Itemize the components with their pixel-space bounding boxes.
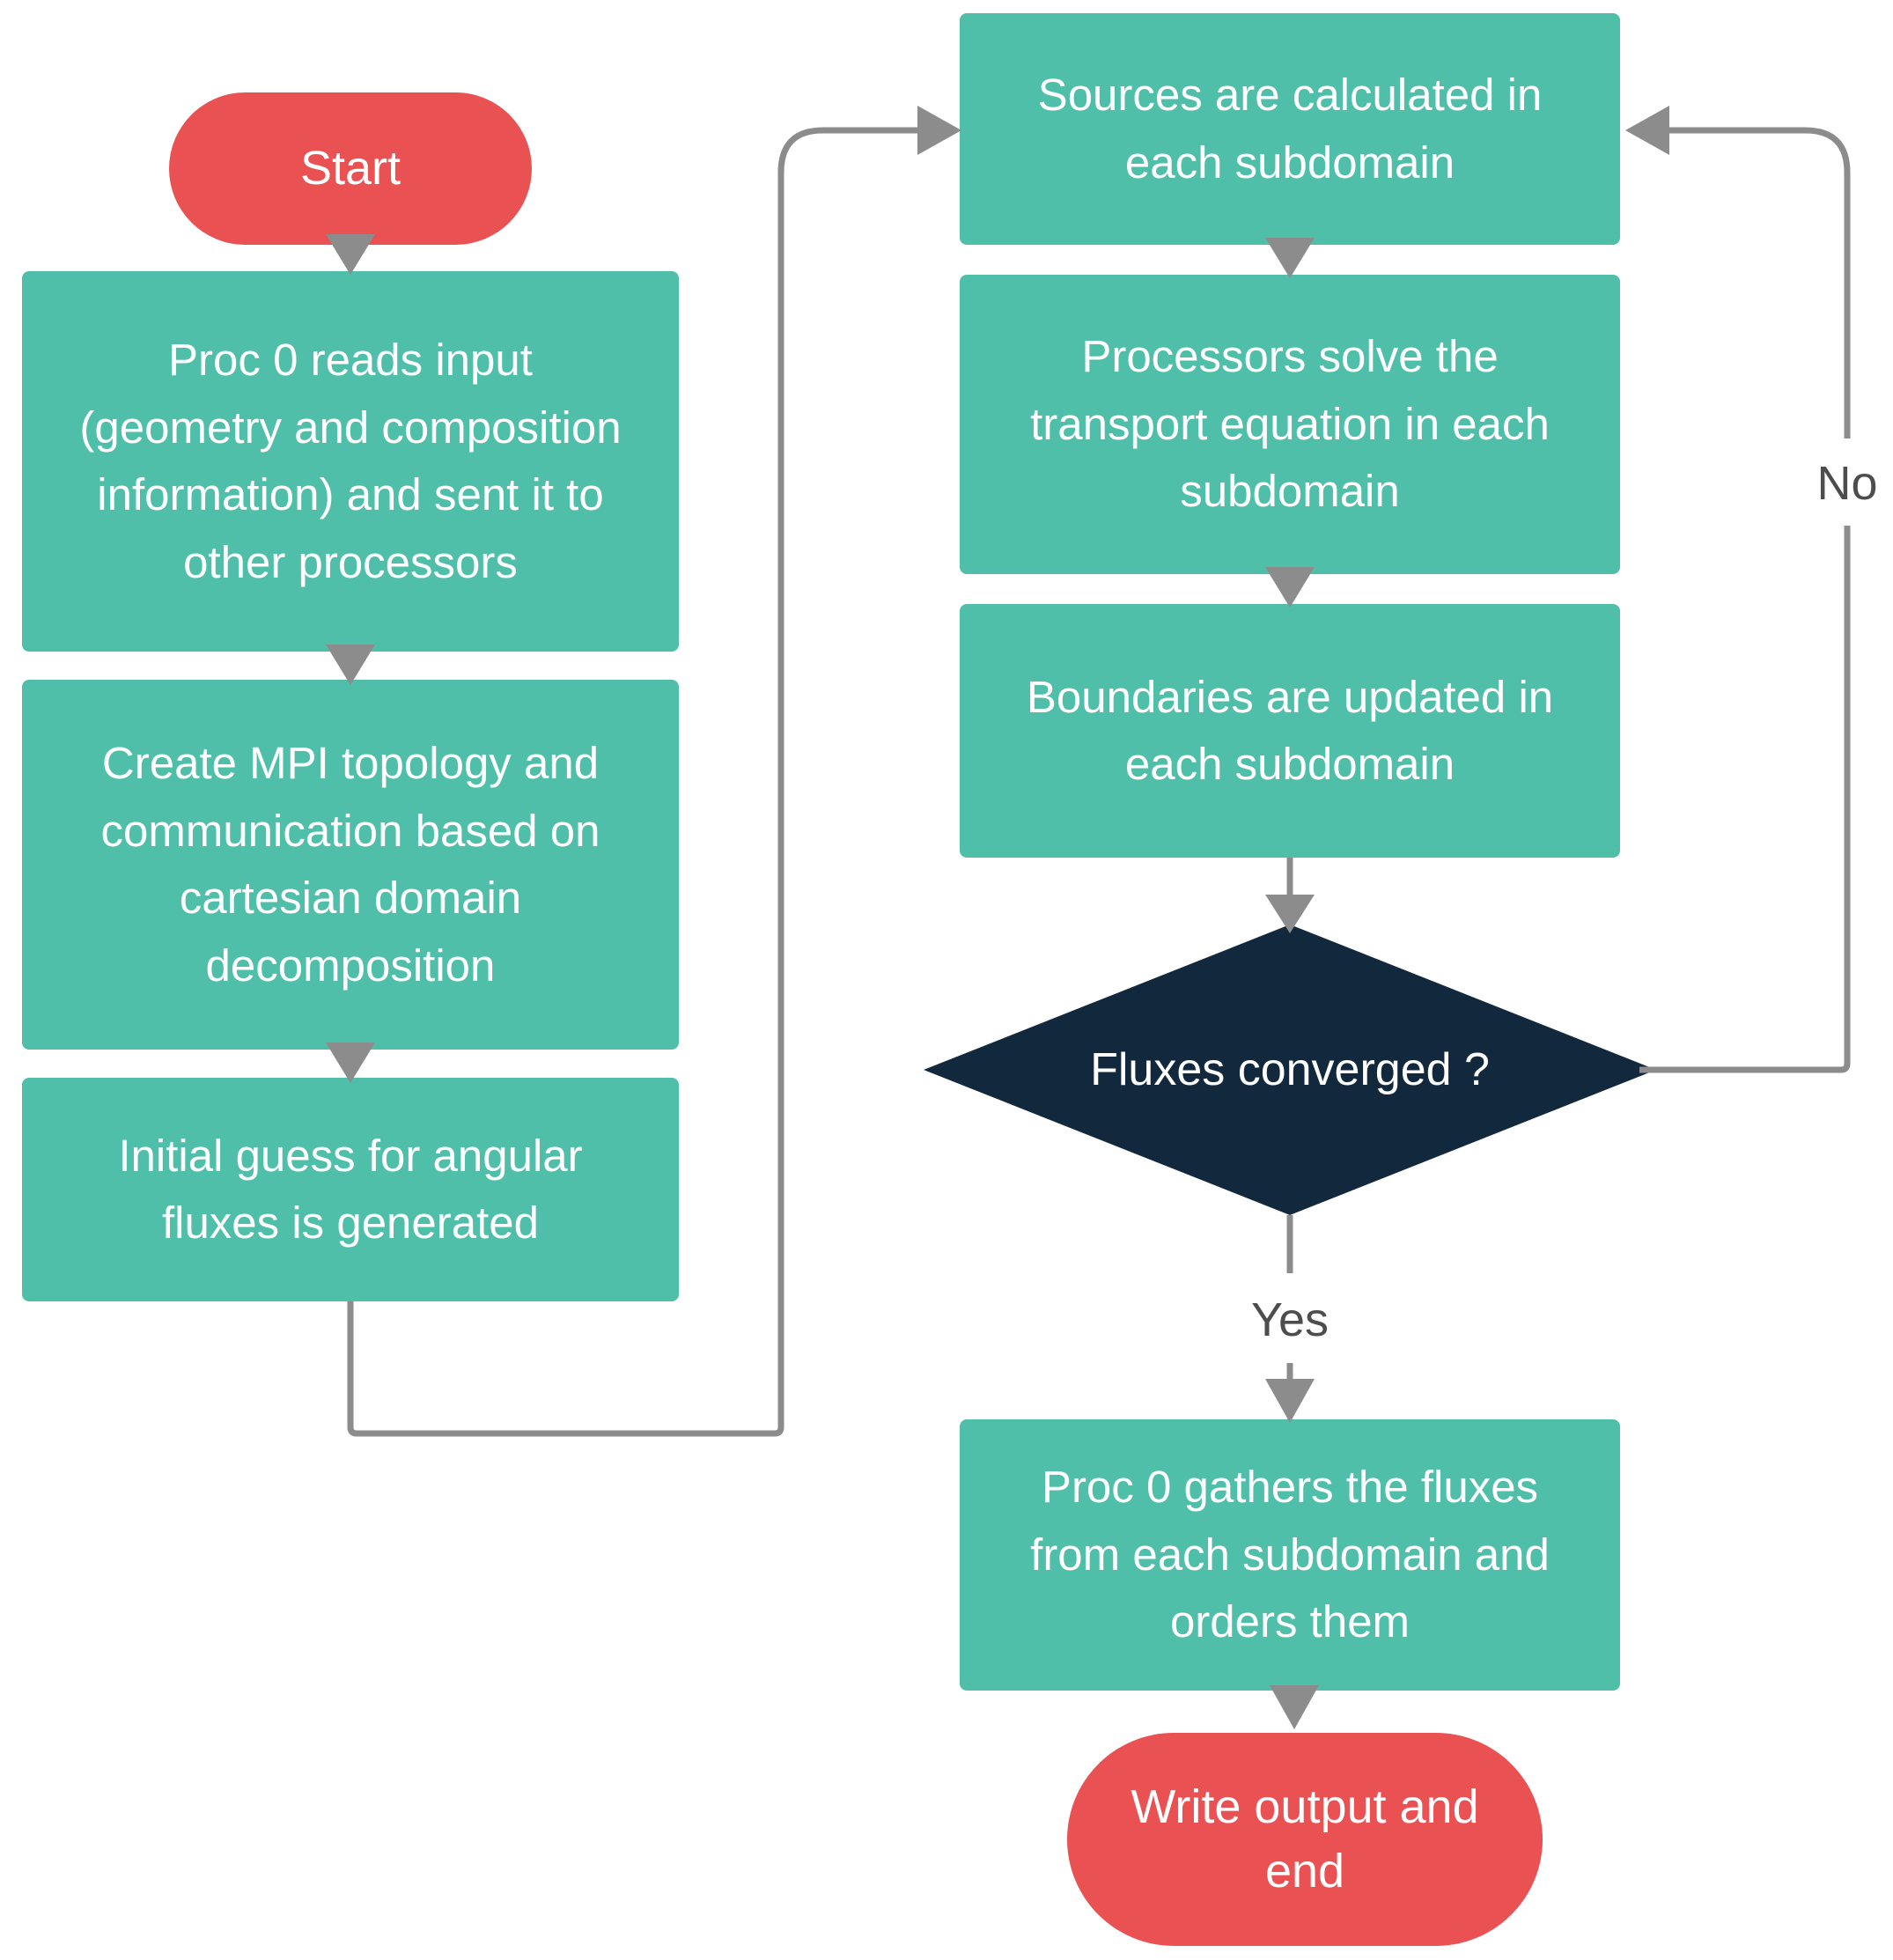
process-node-solve-transport: Processors solve the transport equation …	[960, 275, 1620, 574]
edge-label-yes: Yes	[1250, 1293, 1330, 1346]
decision-node-fluxes-converged: Fluxes converged ?	[1090, 1044, 1490, 1095]
process-node-sources-calculated: Sources are calculated in each subdomain	[960, 13, 1620, 245]
start-terminator-node: Start	[169, 92, 532, 245]
end-terminator-node: Write output and end	[1067, 1733, 1543, 1946]
process-node-create-mpi-topology: Create MPI topology and communication ba…	[22, 680, 679, 1050]
process-node-read-input: Proc 0 reads input (geometry and composi…	[22, 271, 679, 652]
diamond-polygon	[924, 925, 1656, 1215]
edge-label-no: No	[1816, 457, 1878, 510]
connector-no-upper-segment	[1669, 127, 1851, 438]
process-node-initial-guess: Initial guess for angular fluxes is gene…	[22, 1078, 679, 1301]
arrowhead-guess-to-sources	[917, 106, 961, 155]
arrowhead-gather-to-end	[1270, 1685, 1319, 1729]
decision-diamond-shape	[924, 925, 1656, 1215]
arrowhead-yes-to-gather	[1265, 1379, 1315, 1423]
arrowhead-no-to-sources	[1625, 106, 1669, 155]
process-node-update-boundaries: Boundaries are updated in each subdomain	[960, 604, 1620, 858]
process-node-gather-fluxes: Proc 0 gathers the fluxes from each subd…	[960, 1419, 1620, 1691]
